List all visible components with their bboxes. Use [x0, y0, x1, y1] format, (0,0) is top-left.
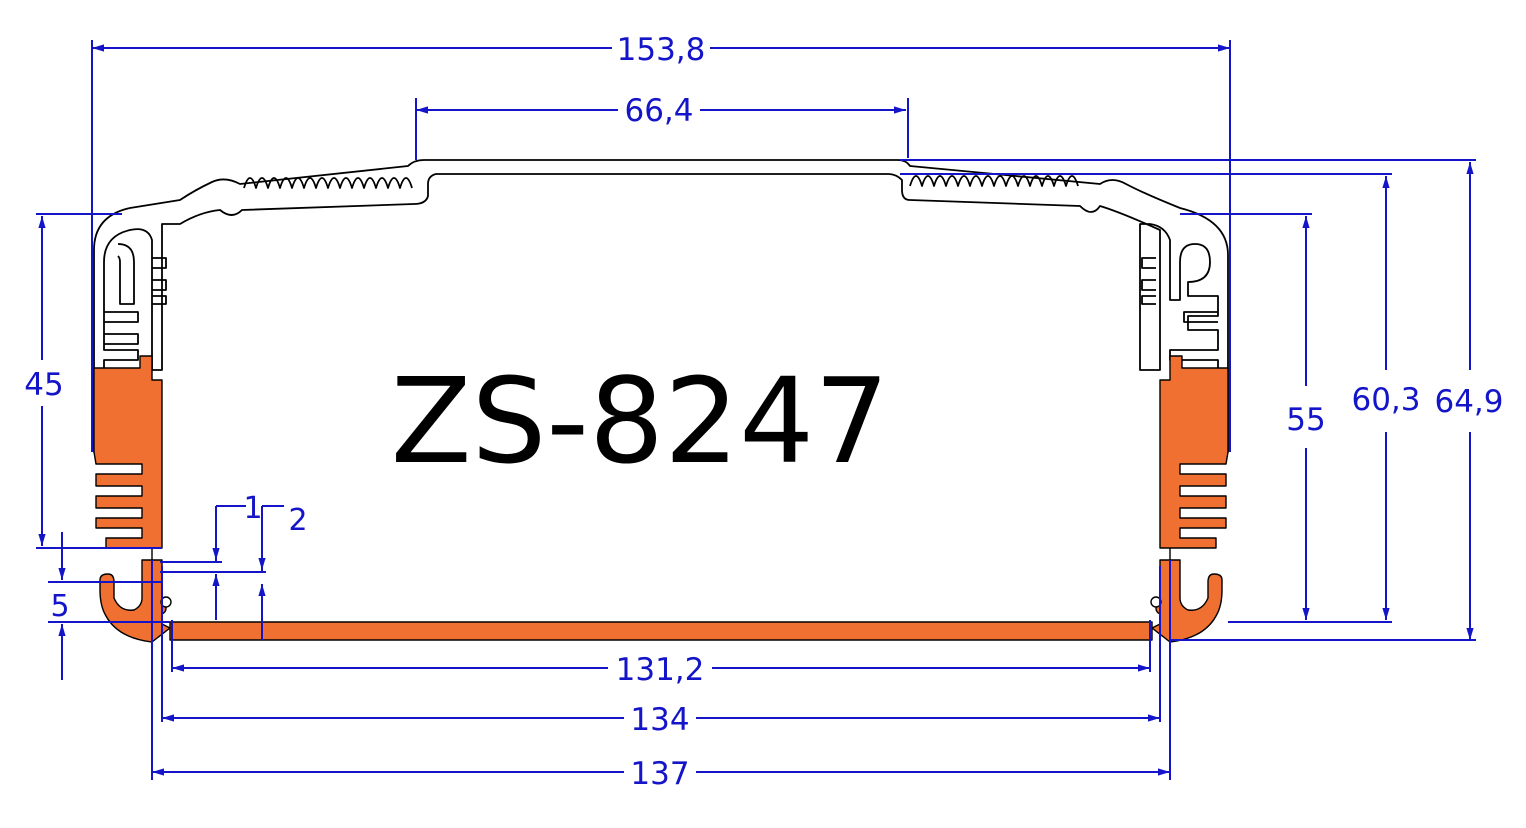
- bottom-plate: [169, 621, 1153, 641]
- bottom-housing-profile: [93, 355, 1229, 643]
- top-housing-outline: [93, 159, 1229, 453]
- left-side-slots: [104, 243, 167, 345]
- left-bottom-wall: [93, 355, 171, 643]
- label-overall-width: 153,8: [617, 32, 706, 68]
- right-top-fins: [909, 175, 1079, 187]
- label-height-60: 60,3: [1351, 382, 1420, 418]
- right-bottom-wall: [1151, 355, 1229, 643]
- label-height-55: 55: [1286, 402, 1325, 438]
- label-height-45: 45: [24, 367, 63, 403]
- label-detail-1: 1: [243, 491, 262, 526]
- label-detail-2: 2: [288, 503, 307, 538]
- left-top-fins: [243, 177, 413, 189]
- model-number: ZS-8247: [391, 352, 890, 490]
- dimension-lines: [36, 40, 1476, 780]
- label-mid-width: 134: [630, 702, 689, 738]
- label-overall-height: 64,9: [1434, 384, 1503, 420]
- label-top-flat-width: 66,4: [624, 93, 693, 129]
- label-bottom-width: 137: [630, 756, 689, 792]
- extension-lines: [36, 40, 1476, 780]
- label-inner-width: 131,2: [616, 652, 705, 688]
- right-side-slots: [1141, 257, 1218, 323]
- top-housing-profile: [93, 159, 1229, 453]
- label-detail-5: 5: [50, 589, 69, 624]
